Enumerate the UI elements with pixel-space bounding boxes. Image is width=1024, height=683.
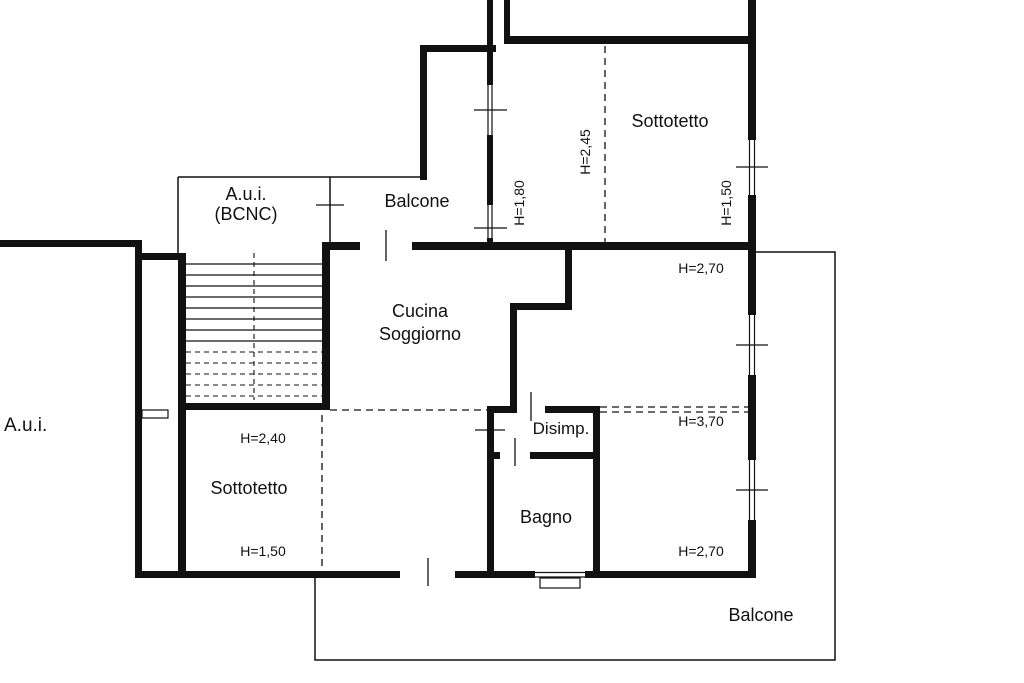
opening-stub [142, 410, 168, 418]
labels: A.u.i. (BCNC) Balcone Sottotetto H=2,45 … [4, 111, 794, 625]
room-label-sottotetto-left: Sottotetto [210, 478, 287, 498]
dashed-height-lines [321, 46, 748, 568]
height-label-h270-top: H=2,70 [678, 260, 724, 276]
room-label-aui-bcnc-2: (BCNC) [215, 204, 278, 224]
wall-segment [748, 195, 756, 315]
wall-segment [487, 406, 512, 413]
wall-segment [565, 250, 572, 310]
room-label-balcone-top: Balcone [384, 191, 449, 211]
wall-segment [322, 242, 360, 250]
wall-segment [748, 375, 756, 460]
wall-segment [593, 406, 600, 578]
wall-segment [178, 403, 330, 410]
wall-segment [322, 242, 330, 410]
height-label-h370: H=3,70 [678, 413, 724, 429]
wall-segment [748, 520, 756, 578]
wall-segment [487, 0, 493, 85]
room-label-bagno: Bagno [520, 507, 572, 527]
room-label-balcone-bottom: Balcone [728, 605, 793, 625]
height-label-h270-bottom: H=2,70 [678, 543, 724, 559]
height-label-h150-top: H=1,50 [718, 180, 734, 226]
wall-segment [504, 0, 510, 44]
windows [487, 85, 756, 578]
wall-segment [135, 240, 142, 578]
wall-segment [420, 45, 496, 52]
wall-segment [420, 45, 427, 180]
wall-segment [504, 36, 756, 44]
balcony-outline [314, 251, 836, 661]
height-label-h245: H=2,45 [577, 129, 593, 175]
wall-segment [545, 406, 600, 413]
wall-segment [135, 571, 400, 578]
wall-segment [585, 571, 756, 578]
height-label-h240: H=2,40 [240, 430, 286, 446]
walls [0, 0, 756, 578]
wall-segment [487, 135, 493, 205]
wall-segment [412, 242, 756, 250]
room-label-cucina-2: Soggiorno [379, 324, 461, 344]
wall-segment [455, 571, 535, 578]
room-label-cucina-1: Cucina [392, 301, 449, 321]
room-label-aui-left: A.u.i. [4, 415, 47, 436]
room-label-aui-bcnc-1: A.u.i. [225, 184, 266, 204]
staircase [186, 253, 322, 400]
height-label-h180: H=1,80 [511, 180, 527, 226]
wall-segment [510, 303, 517, 413]
room-label-sottotetto-top: Sottotetto [631, 111, 708, 131]
wall-segment [178, 253, 186, 578]
wall-segment [142, 253, 186, 260]
door-window-ticks [316, 109, 768, 586]
wall-segment [748, 0, 756, 140]
wall-segment [487, 452, 500, 459]
window-threshold [539, 577, 581, 589]
height-label-h150-left: H=1,50 [240, 543, 286, 559]
wall-segment [510, 303, 572, 310]
thin-outlines [141, 176, 836, 661]
wall-segment [530, 452, 600, 459]
room-label-disimp: Disimp. [533, 419, 590, 438]
opening-stub-outline [141, 409, 169, 419]
wall-segment [487, 406, 494, 578]
wall-segment [0, 240, 142, 247]
